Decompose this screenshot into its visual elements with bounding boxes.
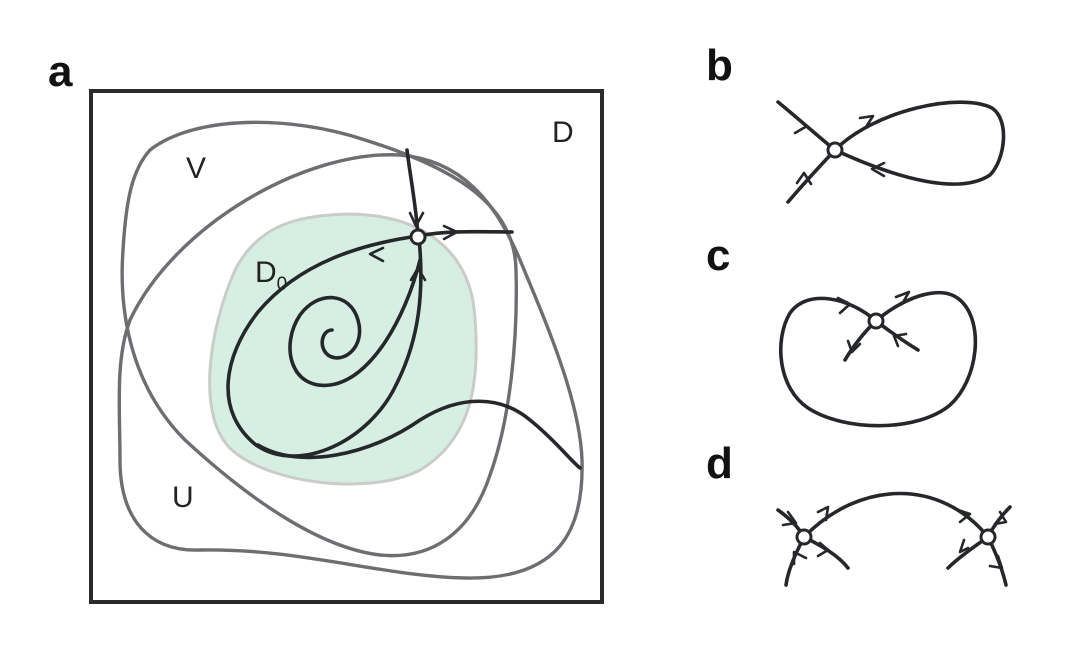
region-d0	[208, 212, 478, 486]
arrow-d-right-branch	[958, 538, 970, 554]
saddle-point-b	[826, 141, 844, 159]
panel-b-letter: b	[706, 41, 733, 90]
arrow-top-in	[408, 211, 425, 228]
saddle-point-c	[867, 312, 885, 330]
panel-d: d	[706, 439, 1012, 587]
arrow-b-loop-top	[858, 114, 875, 129]
region-v-outline	[120, 120, 518, 558]
arrow-b-out	[795, 171, 813, 186]
label-d0-main: D	[255, 256, 277, 289]
trajectory-unstable-branch	[256, 399, 582, 470]
label-d0: D0	[255, 256, 287, 295]
arrow-d-right-up	[993, 510, 1008, 526]
panel-a: a D V U D0	[48, 47, 604, 604]
panel-a-letter: a	[48, 47, 73, 96]
panel-c: c	[706, 231, 978, 428]
domain-d-box	[89, 89, 604, 604]
arrow-c-right-out	[894, 290, 911, 306]
manifold-right	[416, 229, 514, 238]
trajectory-spiral-core	[288, 258, 422, 388]
manifold-top	[405, 148, 420, 238]
arrow-c-down-in	[892, 332, 908, 348]
panel-d-letter: d	[706, 439, 733, 488]
label-u: U	[172, 481, 194, 514]
arrow-right-out	[442, 224, 459, 241]
heteroclinic-connection	[802, 491, 990, 539]
homoclinic-loop	[833, 100, 1006, 186]
arrow-d-left-branch	[816, 541, 830, 558]
label-d0-subscript: 0	[277, 274, 288, 295]
panel-b: b	[706, 41, 1006, 204]
arrow-d-right-out	[988, 554, 1004, 570]
saddle-point-d-left	[795, 528, 813, 546]
label-v: V	[186, 152, 206, 185]
arrow-b-loop-bottom	[870, 161, 886, 178]
arrow-d-left-in	[781, 510, 798, 527]
arrow-down-in	[409, 266, 427, 282]
manifold-b-out	[786, 148, 837, 204]
arrow-b-in	[793, 114, 809, 135]
arrow-c-left-in	[836, 296, 852, 315]
trajectory-outer-loop	[226, 234, 423, 458]
label-d: D	[552, 116, 574, 149]
arrow-d-conn-right	[956, 508, 972, 524]
arrow-d-left-out	[792, 550, 808, 566]
arrow-c-down-out	[846, 339, 862, 354]
heteroclinic-cycle	[778, 290, 978, 428]
saddle-point-d-right	[979, 528, 997, 546]
region-u-outline	[117, 153, 584, 580]
saddle-point-a	[409, 228, 427, 246]
arrow-left-out	[368, 246, 385, 263]
arrow-d-conn-left	[816, 505, 830, 522]
panel-c-letter: c	[706, 231, 730, 280]
